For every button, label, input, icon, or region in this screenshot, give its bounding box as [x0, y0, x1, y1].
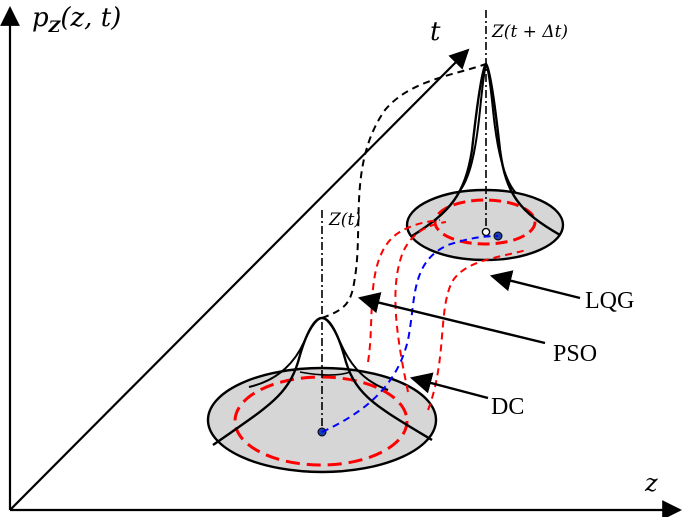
pso-path — [321, 63, 487, 319]
marker-z-t-dt: Z(t + Δt) — [491, 22, 568, 42]
marker-z-t: Z(t) — [328, 210, 361, 230]
lqg-label: LQG — [585, 288, 634, 314]
dc-arrow — [409, 372, 489, 400]
dc-label: DC — [491, 394, 524, 420]
lqg-path-left — [367, 219, 441, 363]
upper-bell-front-ridge — [457, 63, 487, 194]
dc-path — [321, 235, 499, 433]
t-axis — [9, 48, 470, 511]
lower-dc-ring — [233, 375, 409, 467]
upper-dc-ring — [433, 198, 537, 246]
y-axis-label: pZ(z, t) — [32, 3, 121, 36]
t-axis-label: t — [430, 17, 441, 47]
lqg-arrow — [489, 270, 581, 300]
lower-bell-front-ridge — [248, 317, 323, 388]
lower-bell-back-ridge — [321, 317, 389, 391]
lqg-path-outer — [427, 249, 527, 411]
upper-bell-back-ridge — [485, 63, 517, 194]
z-axis-label: z — [644, 469, 658, 497]
lower-bell-ridge-mid — [299, 371, 351, 376]
upper-open-point — [481, 227, 491, 237]
pso-label: PSO — [553, 341, 597, 367]
pso-arrow — [357, 292, 546, 345]
